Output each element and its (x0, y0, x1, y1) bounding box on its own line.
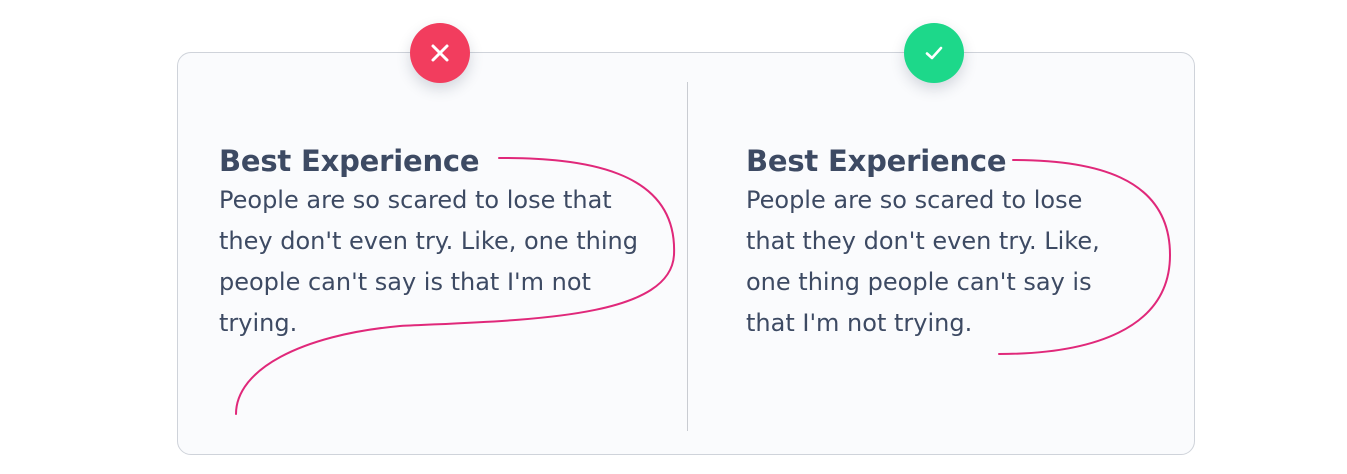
check-icon (925, 46, 943, 60)
good-example-line: People are so scared to lose (746, 186, 1083, 214)
bad-example-panel: Best Experience People are so scared to … (219, 142, 659, 344)
good-example-line: one thing people can't say is (746, 268, 1092, 296)
bad-example-line: people can't say is that I'm not (219, 268, 591, 296)
bad-example-line: they don't even try. Like, one thing (219, 227, 639, 255)
good-example-line: that they don't even try. Like, (746, 227, 1100, 255)
bad-example-line: trying. (219, 309, 298, 337)
bad-example-body: People are so scared to lose that they d… (219, 180, 659, 344)
bad-example-line: People are so scared to lose that (219, 186, 612, 214)
good-example-panel: Best Experience People are so scared to … (746, 142, 1118, 344)
center-divider (687, 82, 688, 431)
good-example-body: People are so scared to lose that they d… (746, 180, 1118, 344)
good-example-badge (904, 23, 964, 83)
good-example-heading: Best Experience (746, 144, 1007, 178)
bad-example-heading: Best Experience (219, 144, 480, 178)
bad-example-badge (410, 23, 470, 83)
x-icon (431, 44, 449, 62)
good-example-line: that I'm not trying. (746, 309, 973, 337)
